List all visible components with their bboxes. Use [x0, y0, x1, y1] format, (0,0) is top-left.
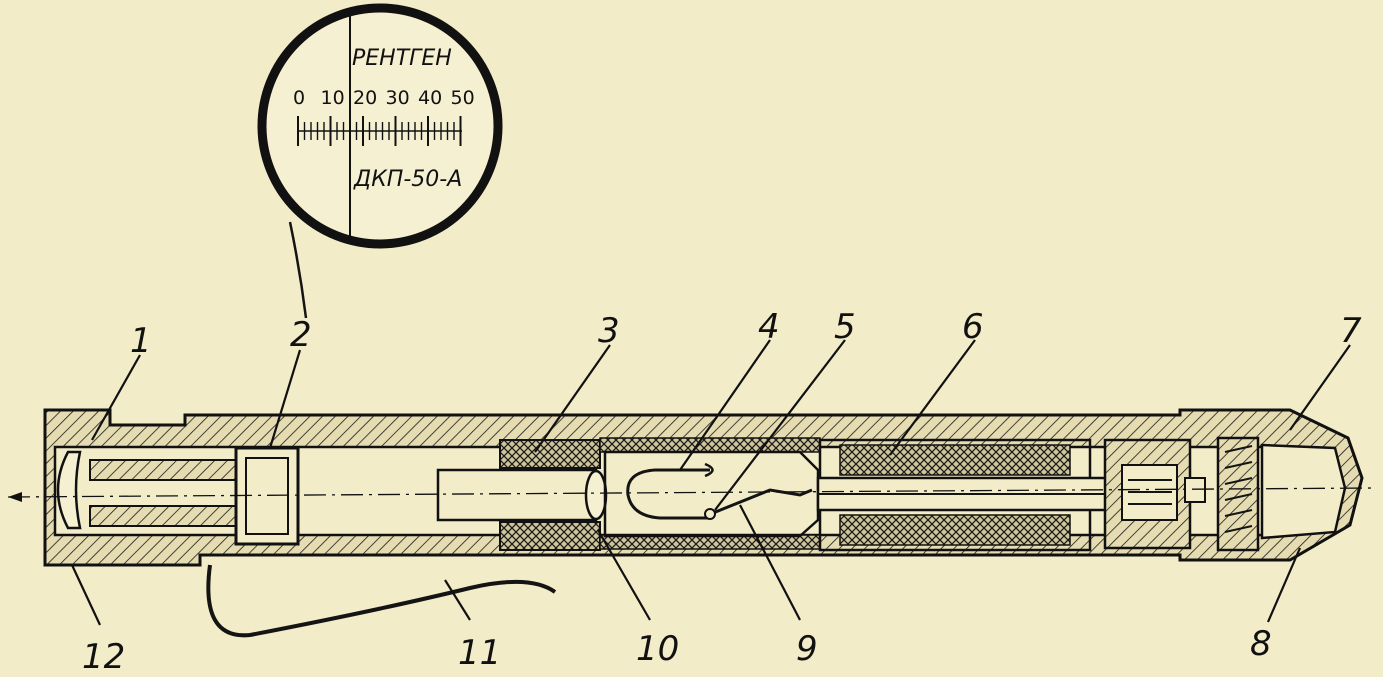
dial-scale-label: 40 [418, 87, 442, 109]
dial-scale-label: 0 [293, 87, 305, 109]
callout-12: 12 [82, 637, 125, 677]
callout-leaders [71, 339, 1351, 626]
callout-2: 2 [290, 315, 312, 355]
callout-8: 8 [1250, 624, 1272, 664]
callout-7: 7 [1340, 311, 1362, 351]
callout-9: 9 [796, 629, 818, 669]
dial-scale-label: 30 [386, 87, 410, 109]
dial-model-label: ДКП-50-А [353, 167, 462, 192]
dial-scale-label: 50 [451, 87, 475, 109]
dial-scale-numbers: 0 10 20 30 40 50 [293, 87, 475, 109]
callout-5: 5 [834, 307, 856, 347]
dial-magnifier: РЕНТГЕН 0 10 20 30 40 50 ДКП-50-А [257, 3, 503, 249]
callout-4: 4 [758, 307, 780, 347]
dosimeter-body [7, 408, 1376, 638]
dial-scale-label: 10 [321, 87, 345, 109]
dial-scale-label: 20 [353, 87, 377, 109]
dial-unit-label: РЕНТГЕН [352, 46, 452, 71]
callout-6: 6 [962, 307, 984, 347]
callout-10: 10 [636, 629, 679, 669]
callout-labels: 1 2 3 4 5 6 7 8 9 10 11 12 [82, 307, 1362, 677]
dial-leader-line [288, 221, 308, 319]
callout-11: 11 [458, 633, 501, 673]
callout-1: 1 [130, 321, 152, 361]
callout-3: 3 [598, 311, 620, 351]
